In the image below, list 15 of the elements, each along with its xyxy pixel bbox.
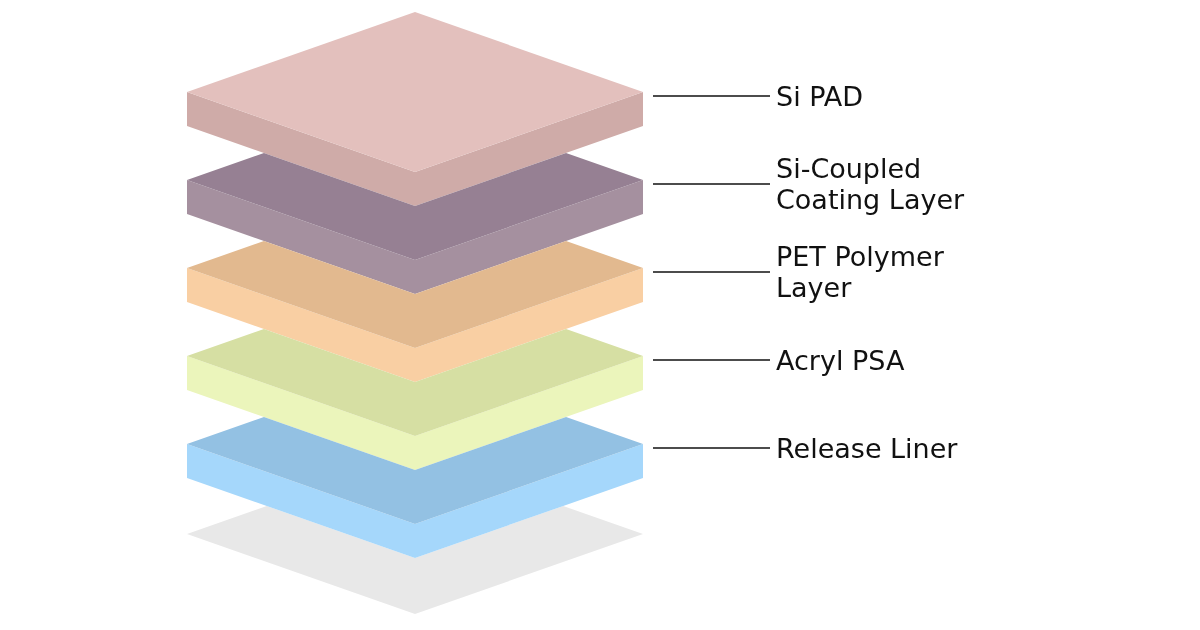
layer-label: Si PAD xyxy=(776,80,976,112)
layer-slab xyxy=(187,417,643,558)
leader-line xyxy=(652,271,771,273)
layer-label: Acryl PSA xyxy=(776,344,976,376)
layer-label: Release Liner xyxy=(776,432,996,464)
layer-slab xyxy=(187,153,643,294)
leader-line xyxy=(652,95,771,97)
leader-line xyxy=(652,447,771,449)
layer-slab xyxy=(187,329,643,470)
layer-slab xyxy=(187,241,643,382)
leader-line xyxy=(652,183,771,185)
layer-label: Si-Coupled Coating Layer xyxy=(776,153,976,215)
layer-label: PET Polymer Layer xyxy=(776,241,966,303)
leader-line xyxy=(652,359,771,361)
layer-slab xyxy=(187,12,643,206)
